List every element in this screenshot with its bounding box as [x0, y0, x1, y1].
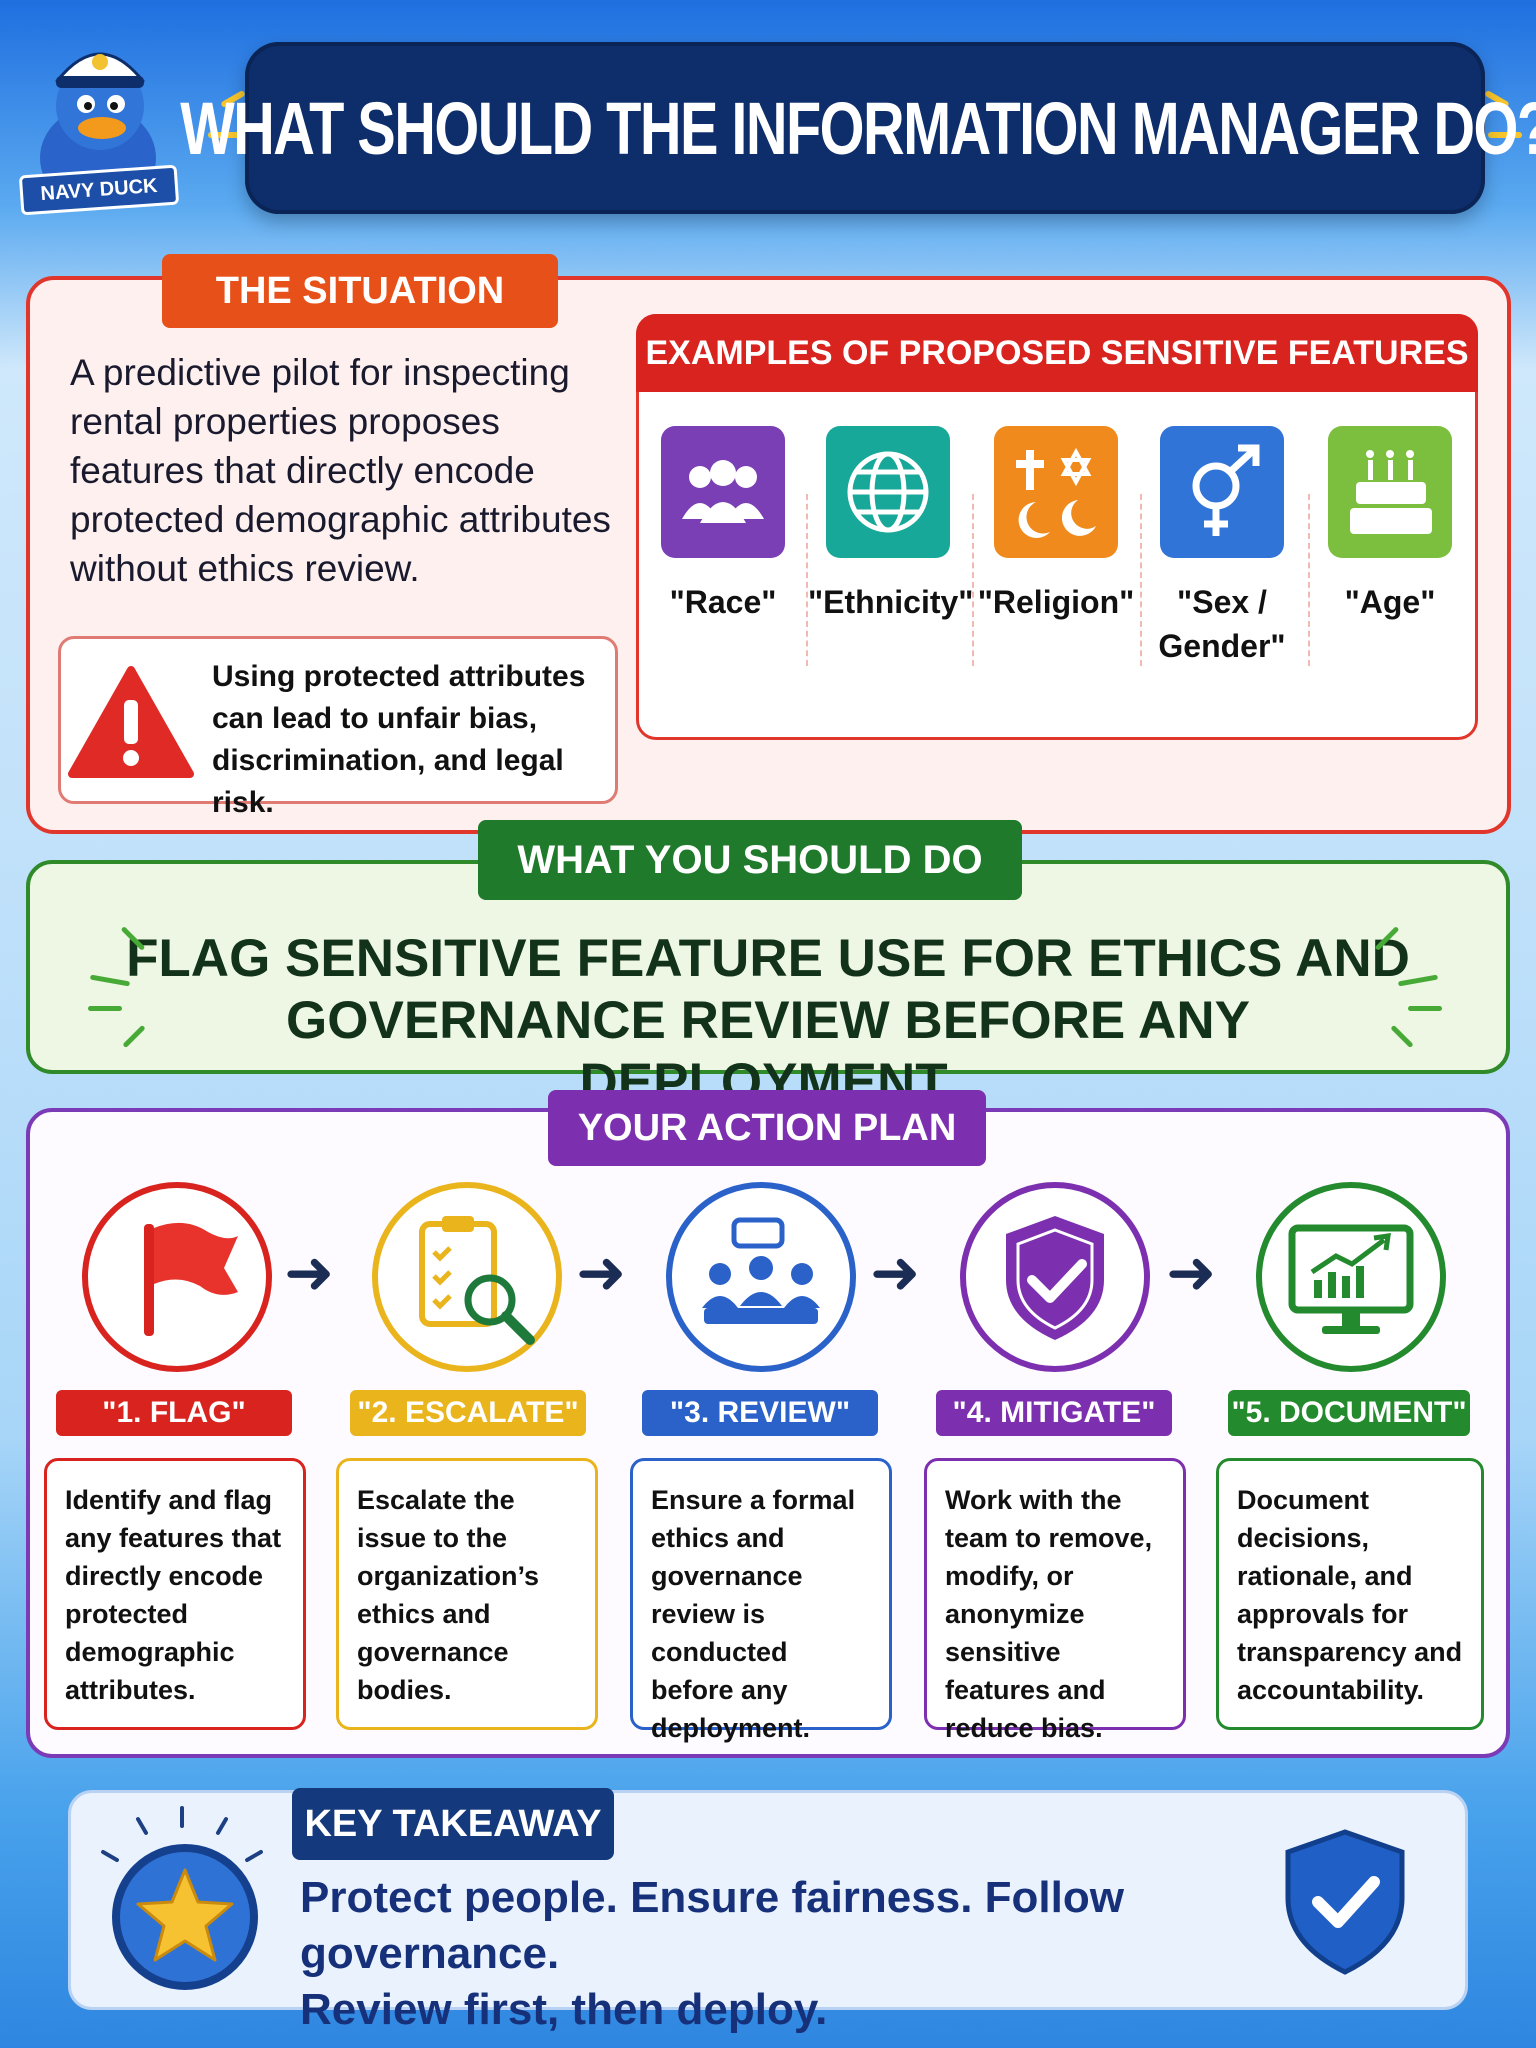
warning-icon [66, 664, 196, 782]
takeaway-line-1: Protect people. Ensure fairness. Follow … [300, 1873, 1124, 1978]
feature-divider [1308, 494, 1310, 666]
gender-symbol-icon [1160, 426, 1284, 558]
religion-symbols-icon [994, 426, 1118, 558]
star-icon [112, 1844, 258, 1990]
step-3-label: "3. REVIEW" [642, 1390, 878, 1436]
arrow-right-icon: ➜ [284, 1239, 335, 1306]
step-2-circle [372, 1182, 562, 1372]
globe-icon [826, 426, 950, 558]
step-1-description: Identify and flag any features that dire… [44, 1458, 306, 1730]
meeting-icon [702, 1217, 820, 1324]
step-5-circle [1256, 1182, 1446, 1372]
step-3-description: Ensure a formal ethics and governance re… [630, 1458, 892, 1743]
takeaway-line-2: Review first, then deploy. [300, 1985, 828, 2034]
people-group-icon [661, 426, 785, 558]
feature-label-sex-gender: "Sex / Gender" [1158, 584, 1286, 664]
step-4-circle [960, 1182, 1150, 1372]
situation-description: A predictive pilot for inspecting rental… [70, 352, 611, 589]
takeaway-heading: KEY TAKEAWAY [292, 1788, 614, 1860]
feature-label-age: "Age" [1344, 584, 1436, 620]
shield-check-icon [1280, 1826, 1410, 1976]
feature-divider [806, 494, 808, 666]
birthday-cake-icon [1328, 426, 1452, 558]
plan-heading: YOUR ACTION PLAN [548, 1090, 986, 1166]
situation-heading: THE SITUATION [162, 254, 558, 328]
feature-divider [972, 494, 974, 666]
step-1-label: "1. FLAG" [56, 1390, 292, 1436]
feature-label-religion: "Religion" [977, 584, 1135, 620]
feature-label-race: "Race" [669, 584, 777, 620]
action-statement: FLAG SENSITIVE FEATURE USE FOR ETHICS AN… [126, 929, 1410, 1112]
header-banner: WHAT SHOULD THE INFORMATION MANAGER DO? [180, 42, 1536, 214]
page-title: WHAT SHOULD THE INFORMATION MANAGER DO? [179, 86, 1536, 170]
monitor-chart-icon [1288, 1224, 1414, 1334]
clipboard-magnifier-icon [419, 1216, 535, 1345]
shield-check-icon [1006, 1216, 1104, 1340]
step-5-description: Document decisions, rationale, and appro… [1216, 1458, 1484, 1730]
feature-divider [1140, 494, 1142, 666]
step-2-description: Escalate the issue to the organization’s… [336, 1458, 598, 1730]
takeaway-message: Protect people. Ensure fairness. Follow … [300, 1870, 1300, 2038]
step-1-circle [82, 1182, 272, 1372]
warning-text: Using protected attributes can lead to u… [212, 660, 586, 819]
flag-icon [144, 1222, 238, 1336]
feature-label-ethnicity: "Ethnicity" [808, 584, 974, 620]
action-heading: WHAT YOU SHOULD DO [478, 820, 1022, 900]
step-4-label: "4. MITIGATE" [936, 1390, 1172, 1436]
arrow-right-icon: ➜ [576, 1239, 627, 1306]
examples-heading: EXAMPLES OF PROPOSED SENSITIVE FEATURES [636, 314, 1478, 392]
step-4-description: Work with the team to remove, modify, or… [924, 1458, 1186, 1743]
step-5-label: "5. DOCUMENT" [1228, 1390, 1470, 1436]
step-3-circle [666, 1182, 856, 1372]
step-2-label: "2. ESCALATE" [350, 1390, 586, 1436]
arrow-right-icon: ➜ [1166, 1239, 1217, 1306]
arrow-right-icon: ➜ [870, 1239, 921, 1306]
